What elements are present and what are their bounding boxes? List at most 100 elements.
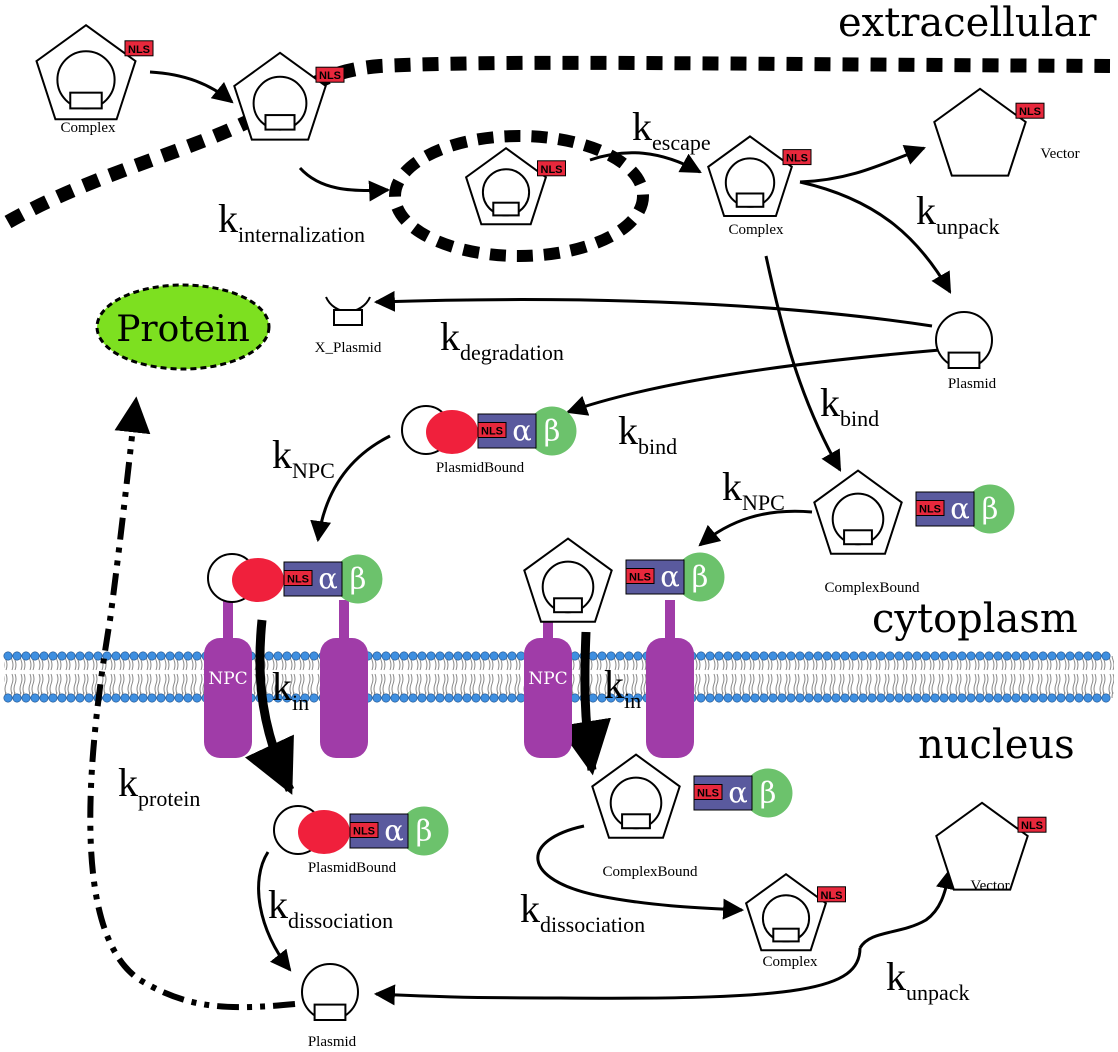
arrow-bind-plasmid	[566, 348, 941, 416]
lipid-head	[426, 651, 436, 661]
lipid-head	[696, 651, 706, 661]
alpha-text: α	[318, 562, 338, 596]
lipid-head	[822, 693, 832, 703]
lipid-head	[30, 651, 40, 661]
nls-tag	[283, 570, 313, 586]
lipid-head	[57, 651, 67, 661]
nls-text: NLS	[353, 826, 375, 838]
lipid-head	[993, 651, 1003, 661]
lipid-head	[948, 651, 958, 661]
lipid-head	[570, 651, 580, 661]
lipid-head	[597, 693, 607, 703]
lipid-head	[813, 651, 823, 661]
nls-text: NLS	[1019, 106, 1041, 118]
adapter-protein	[232, 558, 284, 602]
complex-at-membrane: NLS	[233, 51, 345, 141]
region-cytoplasm: cytoplasm	[872, 596, 1078, 642]
lipid-head	[615, 693, 625, 703]
plasmid-gene-box	[735, 192, 765, 208]
lipid-head	[957, 651, 967, 661]
lipid-head	[912, 693, 922, 703]
nls-text: NLS	[821, 890, 843, 902]
importin-beta	[399, 806, 449, 856]
lipid-head	[48, 693, 58, 703]
lipid-head	[840, 651, 850, 661]
lipid-head	[1083, 651, 1093, 661]
lipid-head	[1065, 651, 1075, 661]
nls-tag	[782, 149, 812, 166]
rate-k-degradation: kdegradation	[440, 314, 564, 365]
complex-label: Complex	[61, 120, 116, 136]
lipid-head	[930, 651, 940, 661]
lipid-head	[435, 651, 445, 661]
lipid-head	[129, 651, 139, 661]
lipid-head	[957, 693, 967, 703]
lipid-head	[714, 693, 724, 703]
lipid-head	[588, 693, 598, 703]
lipid-head	[867, 651, 877, 661]
vector-pentagon-shape	[935, 801, 1029, 891]
lipid-head	[273, 693, 283, 703]
lipid-head	[858, 693, 868, 703]
plasmid-gene-box	[69, 91, 103, 110]
nls-text: NLS	[786, 153, 808, 165]
nls-text: NLS	[128, 44, 150, 56]
complex-label: Complex	[729, 222, 784, 238]
vector-pentagon-shape	[933, 87, 1027, 177]
arrow-internalization	[298, 166, 391, 202]
lipid-head	[183, 651, 193, 661]
nls-tag	[477, 422, 507, 438]
rate-k-protein: kprotein	[118, 760, 200, 811]
nls-tag	[349, 822, 379, 838]
lipid-head	[390, 651, 400, 661]
arrow-dissociation-plasmid	[257, 851, 292, 972]
lipid-head	[84, 651, 94, 661]
lipid-head	[489, 693, 499, 703]
lipid-head	[372, 693, 382, 703]
lipid-head	[570, 693, 580, 703]
lipid-head	[471, 693, 481, 703]
lipid-head	[516, 651, 526, 661]
lipid-head	[1038, 651, 1048, 661]
lipid-head	[858, 651, 868, 661]
npc-left-a: NPC	[204, 600, 252, 758]
plasmid-bound-label: PlasmidBound	[436, 460, 525, 476]
nls-tag	[1015, 102, 1045, 119]
beta-text: β	[760, 776, 777, 810]
lipid-head	[156, 651, 166, 661]
nls-text: NLS	[541, 164, 563, 176]
lipid-head	[102, 651, 112, 661]
lipid-head	[633, 693, 643, 703]
importin-beta	[743, 768, 793, 818]
npc-right-a: NPC	[524, 600, 572, 758]
arrow-unpack-nucleus	[373, 947, 862, 1006]
rate-k-escape: kescape	[632, 104, 711, 155]
lipid-head	[759, 693, 769, 703]
complex-extracellular: NLS Complex	[35, 23, 154, 136]
rate-k-internalization: kinternalization	[218, 196, 365, 247]
lipid-head	[741, 651, 751, 661]
npc-left-b	[320, 600, 368, 758]
plasmid-gene-box	[333, 309, 363, 326]
lipid-head	[309, 651, 319, 661]
lipid-head	[1074, 651, 1084, 661]
lipid-head	[390, 693, 400, 703]
lipid-head	[624, 693, 634, 703]
lipid-head	[138, 693, 148, 703]
nls-tag	[1017, 816, 1047, 833]
lipid-head	[795, 693, 805, 703]
complex-label: Complex	[763, 954, 818, 970]
lipid-head	[903, 693, 913, 703]
lipid-head	[777, 693, 787, 703]
nls-tag	[625, 568, 655, 584]
lipid-head	[39, 651, 49, 661]
beta-text: β	[350, 562, 367, 596]
nls-tag	[817, 886, 846, 903]
arrow-to-vector	[799, 145, 926, 184]
lipid-head	[471, 651, 481, 661]
nls-text: NLS	[481, 426, 503, 438]
arrow-escape	[589, 151, 702, 174]
lipid-head	[426, 693, 436, 703]
